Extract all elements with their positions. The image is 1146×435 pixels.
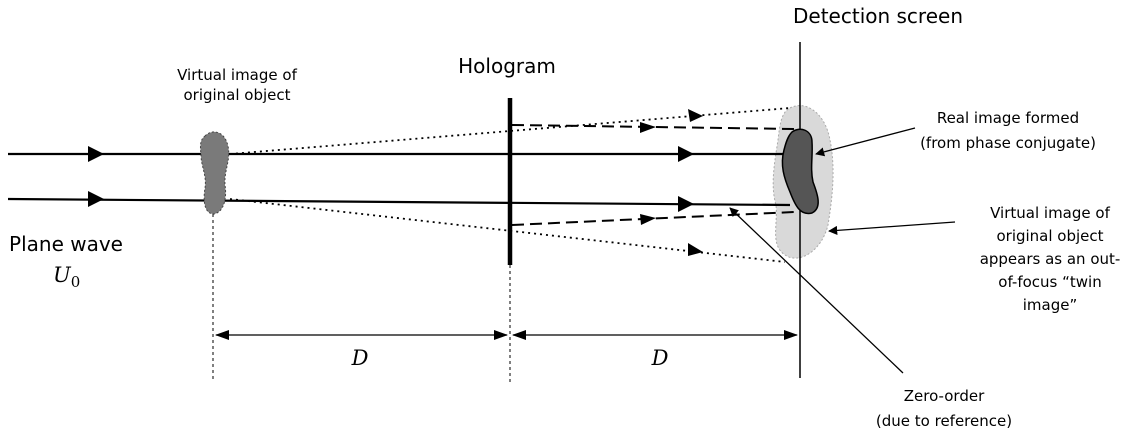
dotted-arrowhead	[688, 243, 703, 256]
plane-wave-symbol: U0	[53, 263, 80, 291]
virtual-image-label-line1: Virtual image of	[177, 66, 297, 84]
dashed-arrowhead	[640, 214, 656, 225]
real-image-label-line2: (from phase conjugate)	[920, 134, 1096, 152]
distance-arrowhead	[512, 330, 526, 340]
callout-twin-image	[828, 221, 956, 235]
zero-order-label-line1: Zero-order	[904, 387, 985, 405]
callout-real-image	[815, 127, 916, 157]
twin-image-label-line3: appears as an out-	[980, 250, 1121, 268]
distance-arrowhead	[494, 330, 508, 340]
distance-arrowhead	[215, 330, 229, 340]
distance-d-left: D	[351, 346, 369, 370]
distance-arrowhead	[784, 330, 798, 340]
hologram-label: Hologram	[458, 54, 556, 78]
dashed-arrowhead	[640, 122, 656, 133]
twin-image-label-line1: Virtual image of	[990, 204, 1110, 222]
ray-bottom	[7, 197, 791, 207]
ray-arrowhead	[88, 146, 104, 162]
real-image-label-line1: Real image formed	[937, 109, 1079, 127]
virtual-image-label-line2: original object	[183, 86, 290, 104]
dashed-ray-bottom	[511, 211, 796, 226]
zero-order-label-line2: (due to reference)	[876, 412, 1012, 430]
twin-image-label-line2: original object	[996, 227, 1103, 245]
ray-arrowhead	[678, 146, 694, 162]
twin-image-label-line5: image”	[1023, 296, 1078, 314]
detection-screen-label: Detection screen	[793, 4, 963, 28]
distance-d-right: D	[651, 346, 669, 370]
callout-zero-order	[729, 207, 904, 374]
dotted-ray-bottom	[229, 198, 786, 263]
virtual-object-blob	[200, 131, 230, 215]
real-image-blob	[781, 128, 819, 215]
dashed-ray-top	[511, 124, 796, 130]
ray-arrowhead	[678, 196, 694, 212]
dotted-arrowhead	[688, 109, 703, 122]
plane-wave-label: Plane wave	[9, 232, 123, 256]
twin-image-label-line4: of-focus “twin	[998, 273, 1101, 291]
ray-arrowhead	[88, 191, 104, 207]
